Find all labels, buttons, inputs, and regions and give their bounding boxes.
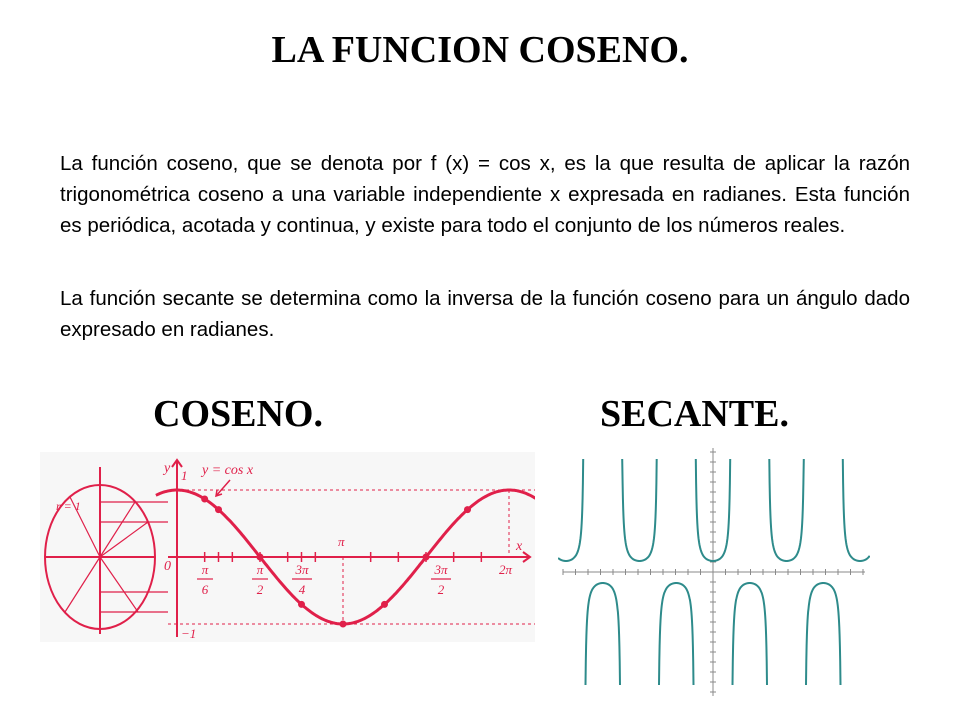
origin-label: 0 xyxy=(164,559,171,574)
secant-branch-8 xyxy=(841,458,870,562)
secant-branch-2 xyxy=(621,458,658,562)
circle-radius-2 xyxy=(99,501,136,558)
cosine-point-4 xyxy=(339,620,347,628)
y-minus-one-label: −1 xyxy=(181,626,196,641)
radius-label: r = 1 xyxy=(56,499,81,513)
cosine-graph: r = 1 y 1 y = cos x 0 −1 x π 2π π 6 π 2 … xyxy=(40,452,535,642)
function-label-pointer xyxy=(215,479,231,497)
slide-title: LA FUNCION COSENO. xyxy=(271,29,689,71)
tick-label-3pi-4-den: 4 xyxy=(299,582,306,597)
cosine-point-7 xyxy=(464,506,471,514)
circle-radius-3 xyxy=(69,496,101,558)
cosine-point-3 xyxy=(298,600,305,608)
function-label-pointer-head xyxy=(215,489,223,498)
secant-graph xyxy=(558,448,870,696)
paragraph-definition: La función coseno, que se denota por f (… xyxy=(60,152,910,237)
subtitle-secant: SECANTE. xyxy=(600,393,789,435)
pi-label: π xyxy=(338,534,345,549)
cosine-point-0 xyxy=(201,495,209,503)
x-axis-arrow xyxy=(522,551,532,563)
cosine-point-5 xyxy=(381,600,388,608)
two-pi-label: 2π xyxy=(499,562,513,577)
tick-label-pi-2-num: π xyxy=(257,562,264,577)
subtitle-cosine: COSENO. xyxy=(153,393,323,435)
secant-branch-7 xyxy=(805,582,842,686)
tick-label-3pi-2-num: 3π xyxy=(433,562,448,577)
y-one-label: 1 xyxy=(181,468,188,483)
cosine-graph-background xyxy=(40,452,535,642)
y-axis-arrow xyxy=(171,458,183,468)
tick-label-pi-2-den: 2 xyxy=(257,582,264,597)
paragraph-secant: La función secante se determina como la … xyxy=(60,287,910,341)
cosine-point-6 xyxy=(422,553,430,561)
secant-branch-1 xyxy=(584,582,621,686)
cosine-point-2 xyxy=(256,553,264,561)
tick-label-3pi-4-num: 3π xyxy=(294,562,309,577)
circle-radius-4 xyxy=(64,556,101,613)
secant-branch-0 xyxy=(558,458,585,562)
cosine-point-1 xyxy=(215,506,222,514)
x-axis-label: x xyxy=(515,539,523,554)
secant-branch-3 xyxy=(658,582,695,686)
secant-branch-5 xyxy=(731,582,768,686)
tick-label-3pi-2-den: 2 xyxy=(438,582,445,597)
function-label: y = cos x xyxy=(200,463,254,478)
y-axis-label: y xyxy=(162,461,171,476)
secant-branch-4 xyxy=(694,458,732,562)
circle-radius-1 xyxy=(99,521,149,558)
tick-label-pi-6-den: 6 xyxy=(202,582,209,597)
secant-branch-6 xyxy=(768,458,805,562)
tick-label-pi-6-num: π xyxy=(202,562,209,577)
unit-circle xyxy=(44,467,168,634)
circle-radius-5 xyxy=(99,556,139,613)
